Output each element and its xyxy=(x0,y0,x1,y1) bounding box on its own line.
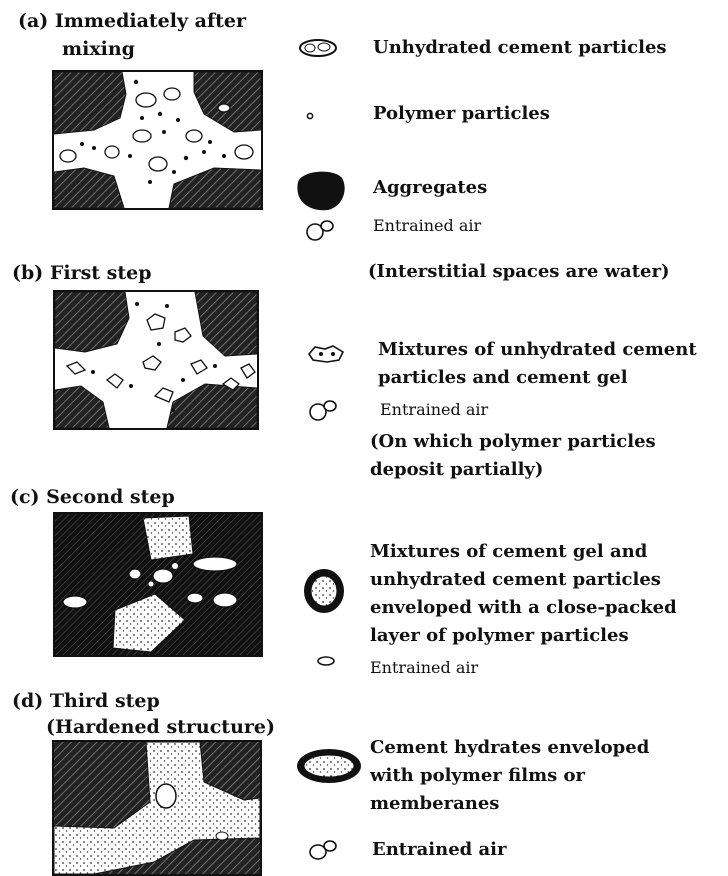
cement-hydrate-film-icon xyxy=(294,746,364,786)
interstitial-note: (Interstitial spaces are water) xyxy=(368,260,669,284)
panel-a-immediately-after-mixing xyxy=(52,70,263,210)
legend-d-line2: with polymer films or xyxy=(370,764,585,788)
step-c-title: (c) Second step xyxy=(10,486,175,508)
legend-entrained-air-b-label: Entrained air xyxy=(380,398,488,422)
entrained-air-icon-b xyxy=(306,398,342,422)
panel-c-second-step xyxy=(53,512,263,657)
legend-c-line1: Mixtures of cement gel and xyxy=(370,540,647,564)
legend-b-note-line2: deposit partially) xyxy=(370,458,543,482)
cement-gel-mixture-icon xyxy=(305,344,349,364)
legend-b-mixture-line2: particles and cement gel xyxy=(378,366,628,390)
legend-b-note-line1: (On which polymer particles xyxy=(370,430,656,454)
legend-aggregates-label: Aggregates xyxy=(373,176,487,200)
legend-c-line2: unhydrated cement particles xyxy=(370,568,661,592)
panel-b-first-step xyxy=(53,290,259,430)
legend-d-line3: memberanes xyxy=(370,792,499,816)
polymer-particle-icon xyxy=(306,112,314,120)
entrained-air-icon-a xyxy=(303,218,339,242)
step-b-title: (b) First step xyxy=(12,262,152,284)
legend-c-line4: layer of polymer particles xyxy=(370,624,629,648)
legend-c-line3: enveloped with a close-packed xyxy=(370,596,677,620)
step-d-title-line2: (Hardened structure) xyxy=(46,716,275,738)
legend-polymer-particles-label: Polymer particles xyxy=(373,102,550,126)
step-d-title: (d) Third step xyxy=(12,690,160,712)
aggregate-icon xyxy=(292,168,348,212)
enveloped-cement-gel-icon xyxy=(300,565,348,617)
step-a-title: (a) Immediately after xyxy=(18,10,246,32)
legend-entrained-air-c-label: Entrained air xyxy=(370,656,478,680)
panel-d-third-step xyxy=(52,740,262,876)
legend-entrained-air-a-label: Entrained air xyxy=(373,214,481,238)
legend-unhydrated-cement-label: Unhydrated cement particles xyxy=(373,36,667,60)
entrained-air-icon-c xyxy=(314,654,338,668)
legend-entrained-air-d-label: Entrained air xyxy=(372,838,506,862)
unhydrated-cement-particle-icon xyxy=(298,38,340,58)
step-a-title-line2: mixing xyxy=(62,38,135,60)
legend-d-line1: Cement hydrates enveloped xyxy=(370,736,649,760)
legend-b-mixture-line1: Mixtures of unhydrated cement xyxy=(378,338,697,362)
entrained-air-icon-d xyxy=(306,838,342,862)
